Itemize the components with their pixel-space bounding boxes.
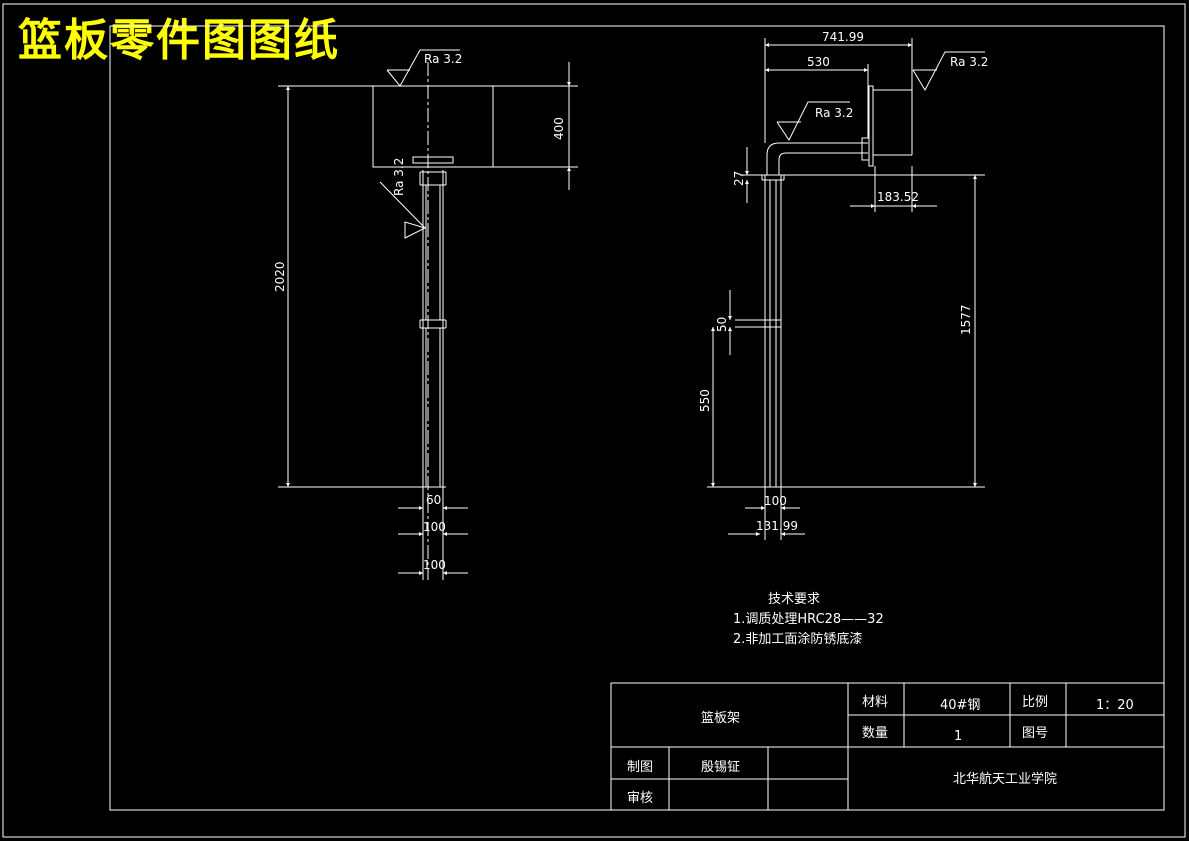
inner-border bbox=[109, 25, 1165, 811]
right-roughness-bend: Ra 3.2 bbox=[815, 106, 853, 120]
quantity-value: 1 bbox=[954, 729, 962, 744]
left-view-labels: Ra 3.2 Ra 3.2 400 2020 60 100 100 bbox=[273, 52, 566, 572]
page-title: 篮板零件图图纸 bbox=[18, 15, 340, 66]
right-roughness-right: Ra 3.2 bbox=[950, 55, 988, 69]
right-view bbox=[707, 38, 985, 540]
drawer-name: 殷锡钲 bbox=[701, 760, 740, 775]
left-roughness-side: Ra 3.2 bbox=[392, 158, 406, 196]
dim-27: 27 bbox=[732, 171, 746, 186]
right-view-labels: 741.99 530 Ra 3.2 Ra 3.2 27 183.52 1577 … bbox=[698, 30, 988, 533]
outer-border bbox=[2, 3, 1186, 838]
reviewer-label: 审核 bbox=[627, 791, 653, 806]
dim-1577: 1577 bbox=[959, 304, 973, 335]
dim-100: 100 bbox=[764, 494, 787, 508]
tech-notes: 技术要求 1.调质处理HRC28——32 2.非加工面涂防锈底漆 bbox=[733, 592, 884, 647]
left-roughness-top: Ra 3.2 bbox=[424, 52, 462, 66]
quantity-label: 数量 bbox=[862, 726, 888, 741]
dim-arm: 530 bbox=[807, 55, 830, 69]
dim-width-60: 60 bbox=[426, 493, 441, 507]
scale-label: 比例 bbox=[1022, 695, 1048, 710]
tech-notes-heading: 技术要求 bbox=[768, 592, 820, 607]
title-block-text: 篮板架 材料 40#钢 比例 1：20 数量 1 图号 制图 殷锡钲 审核 北华… bbox=[627, 695, 1134, 806]
material-label: 材料 bbox=[862, 695, 888, 710]
left-view bbox=[278, 49, 578, 580]
dim-50: 50 bbox=[715, 317, 729, 332]
dim-183: 183.52 bbox=[877, 190, 919, 204]
dim-overall: 741.99 bbox=[822, 30, 864, 44]
dim-width-100-a: 100 bbox=[423, 520, 446, 534]
scale-value: 1：20 bbox=[1096, 698, 1134, 713]
part-name: 篮板架 bbox=[701, 711, 740, 726]
drawer-label: 制图 bbox=[627, 760, 653, 775]
school-name: 北华航天工业学院 bbox=[953, 771, 1057, 787]
drawing-no-label: 图号 bbox=[1022, 726, 1048, 741]
dim-550: 550 bbox=[698, 389, 712, 412]
dim-131: 131.99 bbox=[756, 519, 798, 533]
backboard-outline bbox=[372, 85, 494, 168]
dim-board-height: 400 bbox=[552, 117, 566, 140]
title-block bbox=[610, 682, 1165, 811]
dim-width-100-b: 100 bbox=[423, 558, 446, 572]
tech-note-item: 2.非加工面涂防锈底漆 bbox=[733, 631, 862, 647]
material-value: 40#钢 bbox=[940, 698, 980, 713]
dim-total-height: 2020 bbox=[273, 261, 287, 292]
tech-note-item: 1.调质处理HRC28——32 bbox=[733, 612, 884, 627]
